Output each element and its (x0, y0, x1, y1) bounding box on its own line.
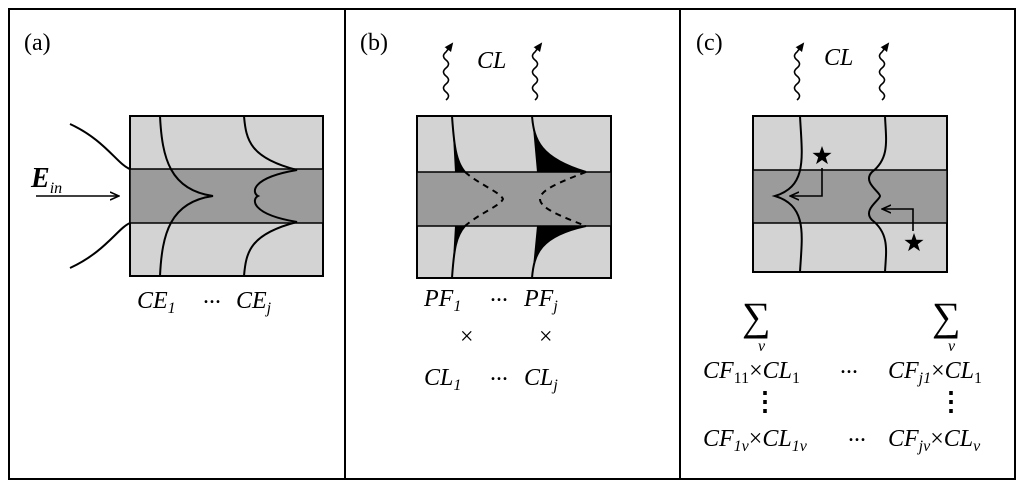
sum-index-left: ν (758, 338, 766, 355)
cf-1v-times-cl-1v: CF1ν×CL1ν (703, 426, 808, 455)
profile-fill-1-top (452, 116, 465, 172)
incident-beam-lower (69, 222, 131, 269)
panel-b-label: (b) (360, 30, 388, 56)
ellipsis: ... (203, 283, 221, 309)
waveguide-a (129, 115, 324, 277)
profile-fill-1-bottom (452, 226, 465, 278)
profile-1-bottom (451, 225, 466, 279)
wavy-arrow-icon (531, 42, 543, 101)
coupling-mode-1-c (771, 115, 803, 273)
panel-a-label: (a) (24, 30, 51, 56)
coupling-mode-1 (159, 115, 214, 277)
profile-1-core (464, 171, 505, 227)
cl-label-c: CL (824, 45, 853, 71)
ellipsis: ... (490, 360, 508, 386)
dipole-arrow-j (883, 209, 914, 231)
cf-11-times-cl-1: CF11×CL1 (703, 358, 800, 387)
ce-j-label: CEj (236, 288, 272, 317)
dipole-arrow-1 (791, 168, 823, 196)
sum-index-right: ν (948, 338, 956, 355)
ellipsis: ... (490, 281, 508, 307)
incident-field-label: Ein (30, 163, 62, 197)
profile-j-bottom (531, 225, 587, 279)
pf-j-label: PFj (523, 286, 558, 315)
wavy-arrow-icon (793, 42, 805, 101)
sum-symbol-right: ∑ (932, 294, 961, 339)
ce-1-label: CE1 (137, 288, 176, 317)
times-symbol: × (539, 324, 553, 350)
coupling-mode-j-c (868, 115, 888, 273)
coupling-mode-j (243, 115, 298, 277)
panel-c: (c) CL ∑ ν ∑ ν CF11×CL1 ... CFj1×CL1 ⋮ ⋮… (696, 30, 982, 455)
vertical-dots-right: ⋮ (938, 387, 964, 416)
cl-label-b: CL (477, 48, 506, 74)
star-icon (812, 146, 832, 165)
panel-a: (a) Ein CE1 ... CEj (24, 30, 324, 317)
vertical-dots-left: ⋮ (752, 387, 778, 416)
figure-frame (8, 8, 1016, 480)
profile-fill-j-top (532, 116, 586, 172)
profile-1-top (451, 115, 466, 173)
waveguide-b (416, 115, 612, 279)
panel-b: (b) CL PF1 ... PFj × × CL1 ... CLj (360, 30, 612, 394)
pf-1-label: PF1 (423, 286, 461, 315)
cl-1-label: CL1 (424, 365, 461, 394)
profile-j-top (531, 115, 587, 173)
wavy-arrow-icon (442, 42, 454, 101)
cf-jv-times-cl-v: CFjν×CLν (888, 426, 981, 455)
times-symbol: × (460, 324, 474, 350)
panel-c-label: (c) (696, 30, 723, 56)
ellipsis: ... (840, 353, 858, 379)
incident-beam-upper (69, 123, 131, 170)
cf-j1-times-cl-1: CFj1×CL1 (888, 358, 982, 387)
wavy-arrow-icon (878, 42, 890, 101)
ellipsis: ... (848, 421, 866, 447)
cl-j-label: CLj (524, 365, 558, 394)
profile-j-core (538, 171, 587, 227)
star-icon (904, 233, 924, 252)
sum-symbol-left: ∑ (742, 294, 771, 339)
profile-fill-j-bottom (532, 226, 586, 278)
